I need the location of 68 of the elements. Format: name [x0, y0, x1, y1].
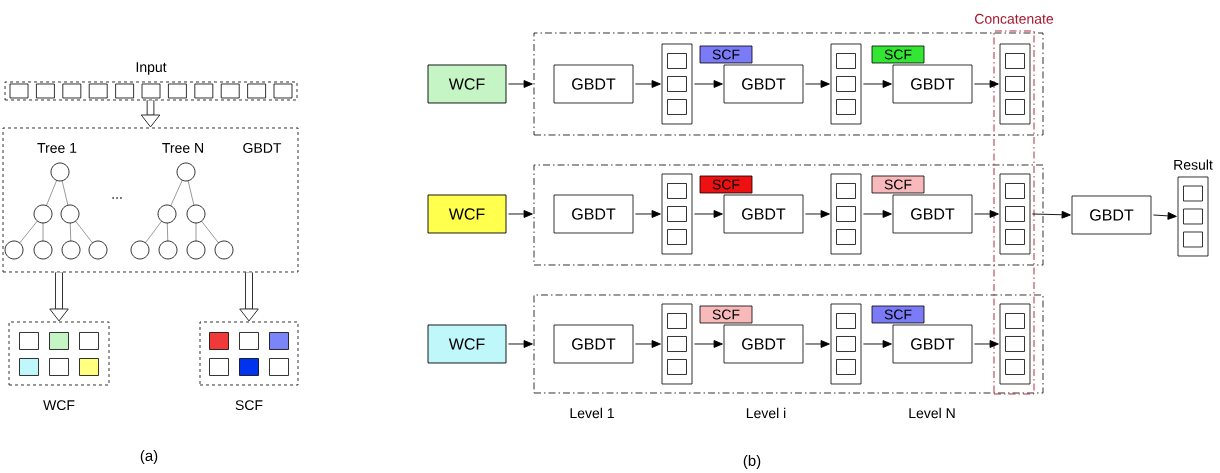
cascade-frame: [533, 32, 1044, 136]
cascade-frame: [533, 164, 1044, 266]
model-box: GBDT: [723, 194, 804, 234]
arrow: [882, 210, 892, 218]
heading-text: GBDT: [243, 143, 282, 153]
tree-label: Tree 1: [37, 143, 77, 153]
model-box: GBDT: [892, 324, 973, 364]
vector-column: [999, 303, 1031, 385]
feature-tag: SCF: [699, 45, 753, 64]
feature-tag: SCF: [699, 305, 753, 324]
arrow: [820, 340, 830, 348]
hollow-arrow: [49, 272, 69, 322]
feature-box: WCF: [427, 324, 507, 364]
panel-label: (a): [140, 450, 158, 464]
vector-column: [999, 173, 1031, 255]
heading-text: Result: [1174, 159, 1213, 170]
level-label: Level 1: [570, 407, 614, 419]
arrow: [989, 340, 999, 348]
model-box: GBDT: [553, 64, 634, 104]
heading-text: Input: [136, 62, 167, 75]
model-box: GBDT: [892, 64, 973, 104]
model-box: GBDT: [892, 194, 973, 234]
feature-tag: SCF: [871, 305, 925, 324]
arrow: [713, 210, 723, 218]
feature-box: WCF: [427, 64, 507, 104]
arrow: [651, 80, 661, 88]
arrow: [651, 340, 661, 348]
cascade-frame: [533, 294, 1044, 394]
model-box: GBDT: [1071, 195, 1152, 235]
level-label: Level N: [909, 407, 955, 419]
feature-tag: SCF: [871, 45, 925, 64]
vector-column: [999, 43, 1031, 125]
vector-column: [661, 173, 693, 255]
arrow: [523, 80, 533, 88]
heading-text: Concatenate: [975, 13, 1054, 24]
feature-tag: SCF: [871, 175, 925, 194]
model-box: GBDT: [723, 64, 804, 104]
panel-label: (b): [743, 455, 761, 469]
arrow: [882, 80, 892, 88]
feature-box: WCF: [427, 194, 507, 234]
feature-tag: SCF: [699, 175, 753, 194]
arrow: [820, 210, 830, 218]
arrow: [989, 80, 999, 88]
arrow: [713, 80, 723, 88]
model-box: GBDT: [553, 194, 634, 234]
heading-text: SCF: [235, 400, 263, 411]
arrow: [713, 340, 723, 348]
arrow: [523, 210, 533, 218]
hollow-arrow: [140, 100, 161, 128]
arrow: [1061, 210, 1071, 219]
vector-column: [661, 303, 693, 385]
vector-column: [830, 173, 862, 255]
vector-column: [661, 43, 693, 125]
hollow-arrow: [239, 272, 259, 322]
arrow: [523, 340, 533, 348]
arrow: [651, 210, 661, 218]
model-box: GBDT: [723, 324, 804, 364]
arrow: [1167, 212, 1177, 220]
vector-column: [830, 43, 862, 125]
ellipsis: ...: [112, 197, 122, 199]
heading-text: WCF: [43, 400, 75, 411]
arrow: [882, 340, 892, 348]
tree-label: Tree N: [162, 143, 203, 153]
level-label: Level i: [746, 407, 786, 419]
arrow: [989, 210, 999, 218]
model-box: GBDT: [553, 324, 634, 364]
arrow: [820, 80, 830, 88]
vector-column: [830, 303, 862, 385]
